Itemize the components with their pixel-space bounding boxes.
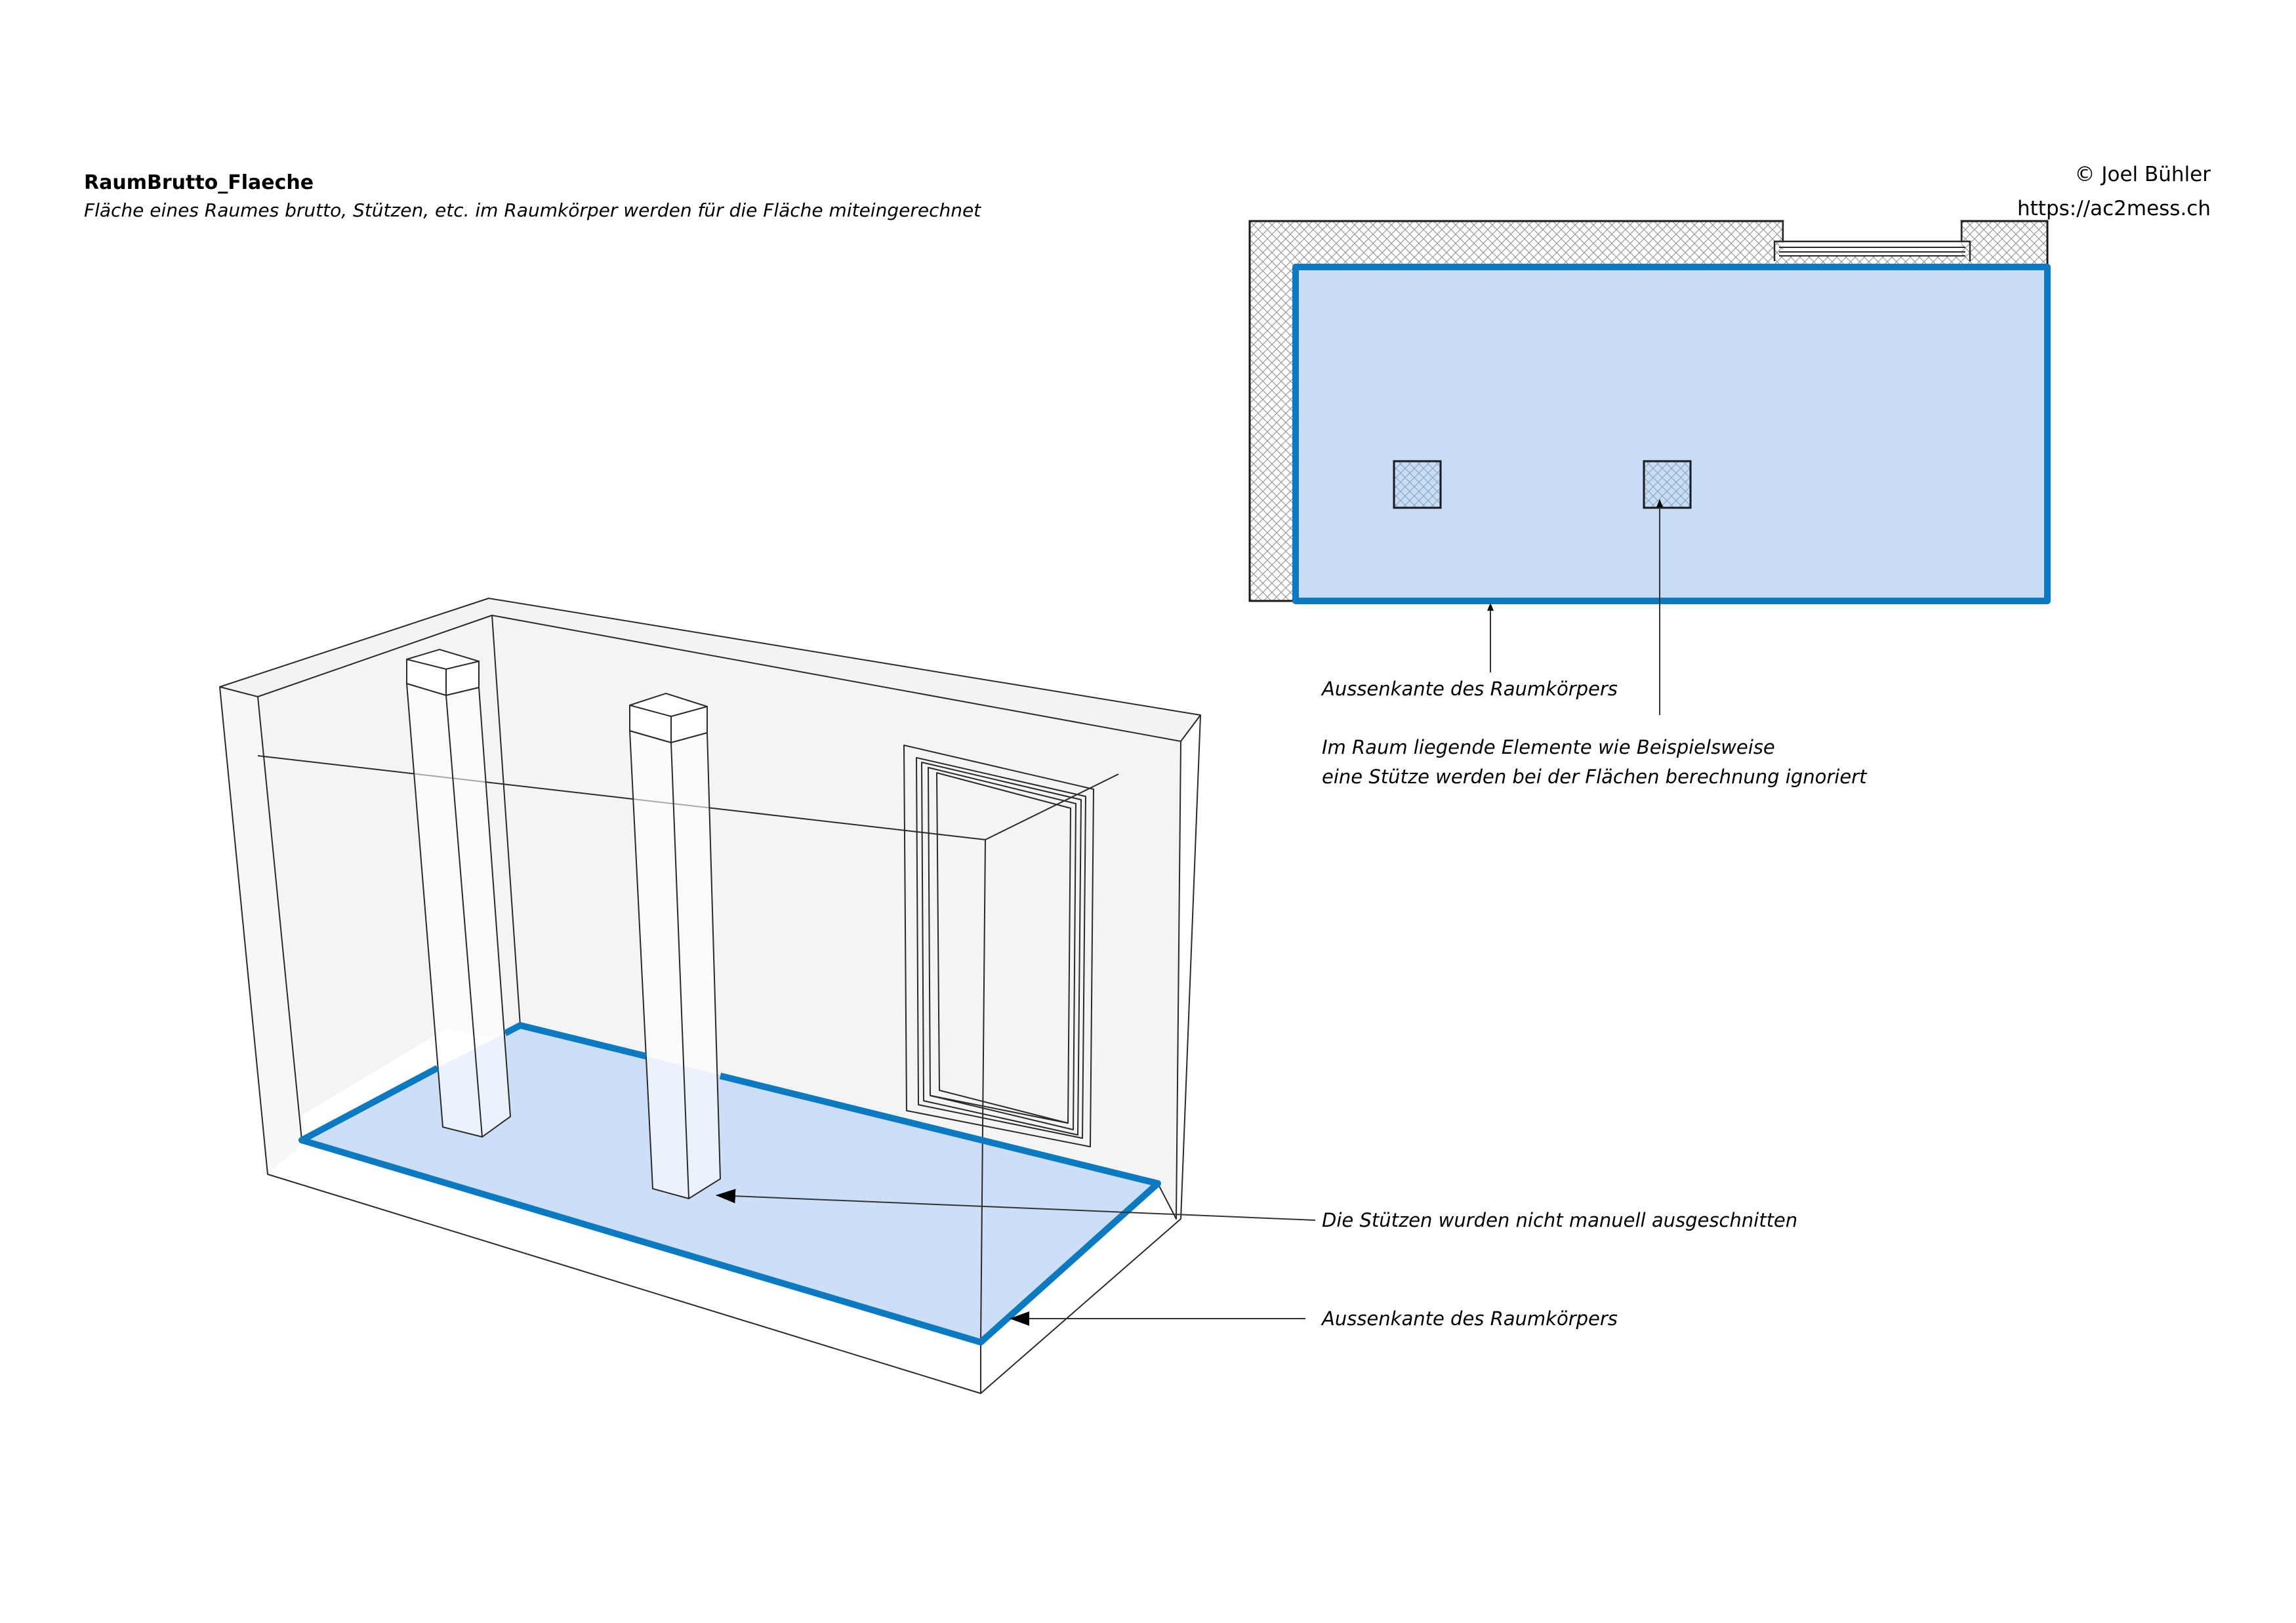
iso-floor-outline-back-1 <box>503 1022 647 1059</box>
plan-elements-label-line2: eine Stütze werden bei der Flächen berec… <box>1322 766 1868 788</box>
iso-floor-area <box>302 1025 1158 1342</box>
iso-columns-label: Die Stützen wurden nicht manuell ausgesc… <box>1322 1209 1797 1231</box>
plan-outer-edge-label: Aussenkante des Raumkörpers <box>1321 678 1618 700</box>
plan-room-outline <box>1292 264 2051 604</box>
iso-left-inner-edge <box>219 686 302 1141</box>
iso-column-2 <box>628 692 722 1200</box>
plan-column-1 <box>1393 460 1442 509</box>
diagram-subtitle: Fläche eines Raumes brutto, Stützen, etc… <box>84 199 981 221</box>
isometric-room <box>219 598 1316 1394</box>
iso-columns-leader <box>716 1189 1316 1221</box>
floor-plan <box>1248 220 2051 715</box>
iso-section-plane <box>257 755 1119 1343</box>
iso-left-wall <box>220 687 305 1174</box>
iso-column-1 <box>405 648 512 1138</box>
plan-column-2 <box>1643 460 1692 509</box>
plan-window <box>1773 221 1971 261</box>
iso-inner-back-wall <box>258 615 1181 1219</box>
iso-right-inner <box>1157 714 1201 1220</box>
iso-outer-edges <box>219 598 1201 1394</box>
plan-elements-label-line1: Im Raum liegende Elemente wie Beispielsw… <box>1322 736 1775 758</box>
website-credit: https://ac2mess.ch <box>2017 197 2211 220</box>
iso-outer-edge-label: Aussenkante des Raumkörpers <box>1321 1307 1618 1330</box>
iso-back-vertical <box>491 615 521 1026</box>
diagram-title: RaumBrutto_Flaeche <box>84 171 314 194</box>
iso-floor-outline-front <box>298 1065 1161 1346</box>
author-credit: © Joel Bühler <box>2075 163 2211 186</box>
iso-window <box>903 745 1094 1147</box>
plan-room-area <box>1296 267 2047 601</box>
